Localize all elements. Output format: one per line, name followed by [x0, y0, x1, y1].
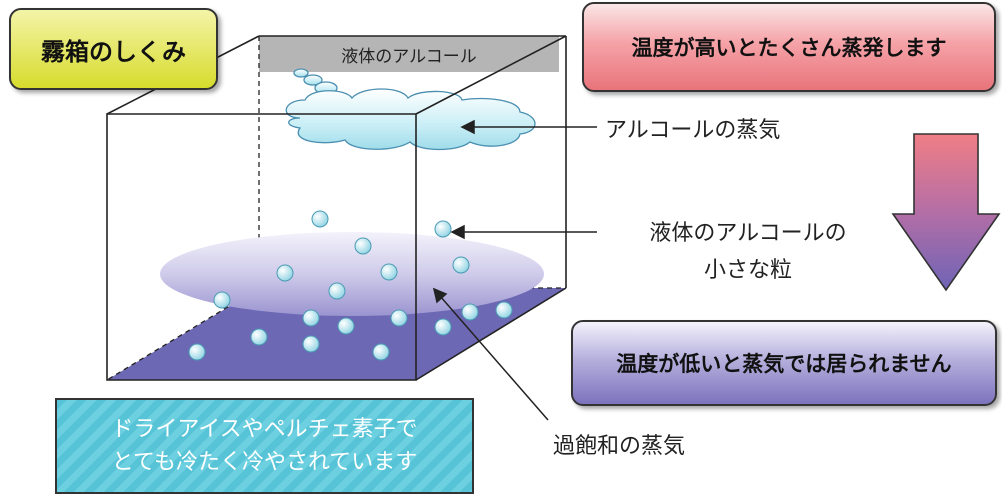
droplet: [434, 318, 452, 336]
droplet: [276, 264, 294, 282]
droplet: [250, 328, 268, 346]
droplet: [434, 220, 452, 238]
droplet: [452, 256, 470, 274]
droplet: [337, 317, 355, 335]
supersaturated-vapor-label: 過飽和の蒸気: [553, 434, 686, 459]
diagram-title: 霧箱のしくみ: [9, 8, 218, 90]
droplet: [372, 343, 390, 361]
droplet: [188, 343, 206, 361]
droplet: [328, 282, 346, 300]
droplet: [380, 263, 398, 281]
leader-arrows: [432, 119, 597, 421]
droplet: [495, 301, 513, 319]
vapor-cloud: [285, 68, 536, 151]
droplets-label-line2: 小さな粒: [703, 258, 792, 283]
liquid-alcohol-label: 液体のアルコール: [341, 46, 477, 67]
chamber-floor: [107, 288, 566, 380]
cold-message-box: 温度が低いと蒸気では居られません: [571, 320, 997, 406]
droplet: [213, 291, 231, 309]
cooling-note-box: ドライアイスやペルチェ素子で とても冷たく冷やされています: [55, 398, 474, 494]
hot-message-box: 温度が高いとたくさん蒸発します: [582, 2, 996, 92]
droplet: [302, 309, 320, 327]
cooling-note-line2: とても冷たく冷やされています: [111, 450, 418, 475]
supersaturated-vapor-layer: [160, 232, 544, 316]
droplet: [461, 303, 479, 321]
alcohol-droplets: [188, 210, 513, 361]
droplet: [311, 210, 329, 228]
cooling-note-line1: ドライアイスやペルチェ素子で: [111, 417, 418, 442]
droplets-label-line1: 液体のアルコールの: [649, 221, 847, 246]
alcohol-vapor-label: アルコールの蒸気: [605, 118, 781, 143]
droplet: [302, 335, 320, 353]
temperature-down-arrow: [891, 133, 1001, 292]
droplet: [354, 237, 372, 255]
droplet: [390, 309, 408, 327]
